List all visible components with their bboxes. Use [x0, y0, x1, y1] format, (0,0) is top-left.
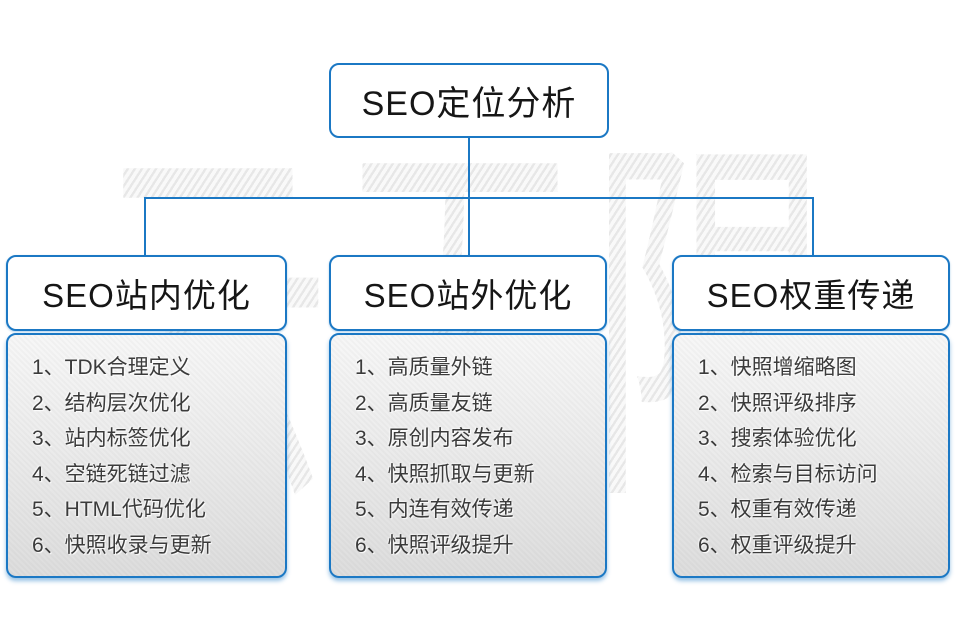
list-item: 6、权重评级提升	[698, 533, 857, 557]
connector-drop-middle	[468, 197, 470, 255]
list-item: 2、结构层次优化	[32, 391, 191, 415]
connector-root-vertical	[468, 138, 470, 198]
list-item: 1、高质量外链	[355, 356, 493, 379]
group-onsite-title: SEO站内优化	[42, 277, 251, 314]
list-item: 3、原创内容发布	[355, 427, 514, 450]
list-item: 3、站内标签优化	[32, 427, 191, 450]
list-item: 5、权重有效传递	[698, 498, 857, 521]
list-item: 4、快照抓取与更新	[355, 462, 535, 486]
group-weight-title: SEO权重传递	[706, 277, 916, 314]
list-item: 1、TDK合理定义	[32, 356, 191, 379]
list-item: 2、快照评级排序	[698, 391, 857, 415]
group-weight-list: 1、快照增缩略图 2、快照评级排序 3、搜索体验优化 4、检索与目标访问 5、权重有效传…	[672, 333, 950, 578]
connector-horizontal-bar	[144, 197, 814, 199]
list-item: 3、搜索体验优化	[698, 427, 857, 450]
list-item: 4、空链死链过滤	[32, 462, 191, 486]
connector-drop-left	[144, 197, 146, 255]
group-offsite-title: SEO站外优化	[363, 277, 573, 314]
group-weight-transfer: SEO权重传递 1、快照增缩略图 2、快照评级排序 3、搜索体验优化 4、检索与目标访…	[672, 255, 950, 578]
group-onsite-list: 1、TDK合理定义 2、结构层次优化 3、站内标签优化 4、空链死链过滤 5、HTML代…	[6, 333, 287, 578]
group-offsite-list: 1、高质量外链 2、高质量友链 3、原创内容发布 4、快照抓取与更新 5、内连有效传递 6…	[329, 333, 607, 578]
group-offsite-seo: SEO站外优化 1、高质量外链 2、高质量友链 3、原创内容发布 4、快照抓取与更新 5…	[329, 255, 607, 578]
group-onsite-seo: SEO站内优化 1、TDK合理定义 2、结构层次优化 3、站内标签优化 4、空链死链过…	[6, 255, 287, 578]
group-onsite-header: SEO站内优化	[6, 255, 287, 331]
connector-drop-right	[812, 197, 814, 255]
root-node: SEO定位分析	[329, 63, 609, 138]
list-item: 2、高质量友链	[355, 391, 493, 415]
group-offsite-header: SEO站外优化	[329, 255, 607, 331]
group-weight-header: SEO权重传递	[672, 255, 950, 331]
list-item: 1、快照增缩略图	[698, 356, 857, 379]
list-item: 6、快照评级提升	[355, 533, 514, 557]
list-item: 5、内连有效传递	[355, 498, 514, 521]
root-node-title: SEO定位分析	[361, 85, 577, 123]
list-item: 5、HTML代码优化	[32, 498, 206, 521]
list-item: 6、快照收录与更新	[32, 533, 212, 557]
list-item: 4、检索与目标访问	[698, 462, 878, 486]
